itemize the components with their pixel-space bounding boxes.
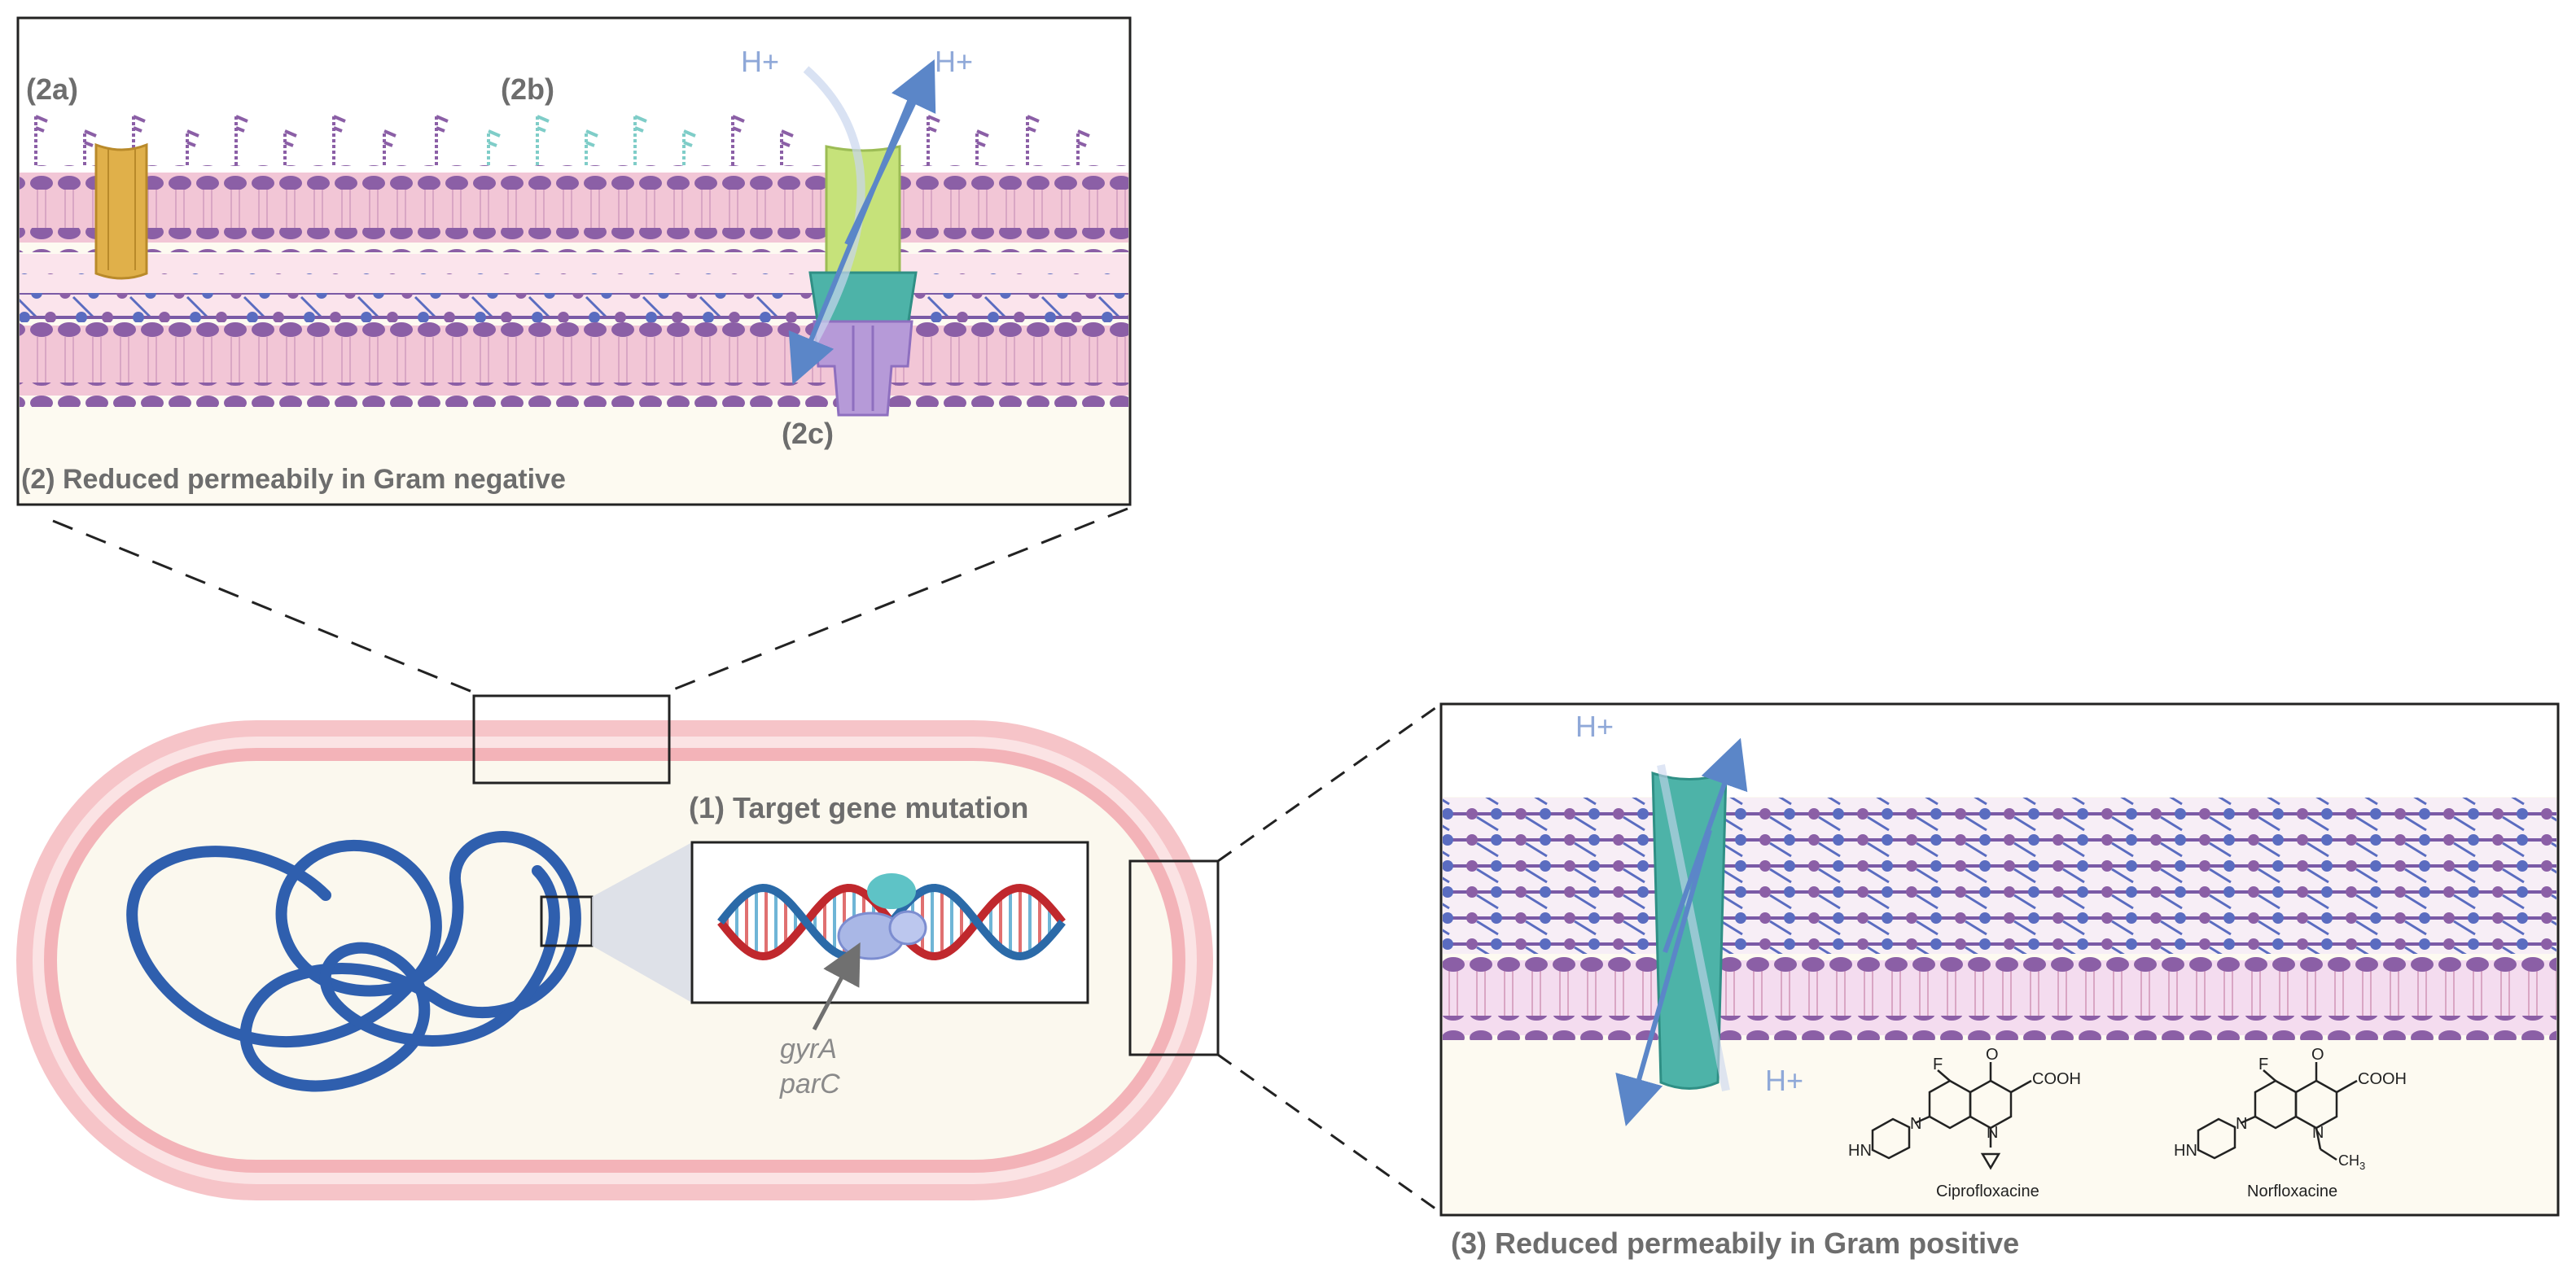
cipro-O: O [1986, 1046, 1999, 1064]
gene-parC: parC [779, 1069, 840, 1100]
lps-branch [537, 115, 550, 133]
norflox-O: O [2311, 1046, 2324, 1064]
hplus-top-left: H+ [741, 45, 779, 78]
label-2b: (2b) [501, 72, 554, 106]
norflox-HN: HN [2174, 1142, 2197, 1160]
gene-mutation-inset [690, 841, 1089, 1004]
norflox-N1: N [2236, 1115, 2247, 1133]
lps-branch [436, 115, 449, 133]
lps-branch [1027, 115, 1040, 133]
gene-gyrA: gyrA [780, 1034, 837, 1065]
lps-branch [383, 129, 396, 147]
zoom-line-lower [1217, 1053, 1442, 1214]
hplus-right-bottom: H+ [1765, 1064, 1803, 1097]
inner-membrane [20, 320, 1128, 407]
cipro-F: F [1933, 1056, 1943, 1073]
norflox-N2: N [2312, 1124, 2324, 1142]
panel-right-title: (3) Reduced permeabily in Gram positive [1451, 1226, 2019, 1260]
zoom-line-left [52, 519, 473, 693]
label-2c: (2c) [782, 417, 834, 450]
gram-positive-panel: H+ H+ F O COOH N N HN Ciprofloxacine [1439, 702, 2560, 1217]
outer-membrane [20, 165, 1128, 252]
porin-2a [94, 142, 148, 280]
zoom-line-upper [1217, 702, 1442, 863]
lps-branch [333, 115, 346, 133]
lps-branch [927, 115, 940, 133]
cipro-N1: N [1910, 1115, 1921, 1133]
hplus-right-top: H+ [1575, 710, 1614, 743]
lps-branch [1077, 129, 1090, 147]
lps-branch [781, 129, 794, 147]
lps-branch [186, 129, 199, 147]
gene-pointer-arrow [812, 942, 861, 1031]
bacterial-cell: gyrA parC (1) Target gene mutation [16, 694, 1220, 1200]
norflox-F: F [2258, 1056, 2268, 1073]
lps-molecules [34, 115, 1090, 165]
lps-branch [488, 129, 501, 147]
lps-branch [683, 129, 696, 147]
norflox-COOH: COOH [2358, 1070, 2407, 1088]
label-2a: (2a) [26, 72, 78, 106]
panel-top-title: (2) Reduced permeabily in Gram negative [21, 464, 566, 495]
lps-branch [235, 115, 248, 133]
cipro-name: Ciprofloxacine [1936, 1183, 2039, 1200]
lps-branch [284, 129, 297, 147]
peptidoglycan-layer [20, 254, 1128, 322]
lps-branch [585, 129, 598, 147]
thick-peptidoglycan [1443, 798, 2556, 954]
hplus-top-right: H+ [935, 45, 973, 78]
lps-branch [732, 115, 745, 133]
lps-branch [133, 115, 146, 133]
mutation-title: (1) Target gene mutation [689, 791, 1028, 824]
zoom-line-right [667, 507, 1128, 693]
cipro-HN: HN [1848, 1142, 1872, 1160]
norfloxacine-structure [2197, 1062, 2358, 1161]
efflux-pump-2c [788, 59, 936, 417]
cipro-N2: N [1987, 1124, 1998, 1142]
chromosome-dna [126, 831, 581, 1092]
lps-branch [634, 115, 647, 133]
norflox-CH3: CH3 [2338, 1152, 2365, 1172]
lps-branch [35, 115, 48, 133]
gram-negative-zoom-box [472, 694, 671, 785]
gram-positive-zoom-box [1128, 859, 1220, 1056]
lps-branch [84, 129, 97, 147]
efflux-channel [1615, 737, 1748, 1126]
cytoplasmic-membrane [1443, 951, 2556, 1040]
cipro-COOH: COOH [2032, 1070, 2081, 1088]
norflox-name: Norfloxacine [2247, 1183, 2337, 1200]
lps-branch [976, 129, 989, 147]
ciprofloxacine-structure [1871, 1062, 2032, 1170]
gram-negative-panel: (2a) (2b) (2c) H+ H+ (2) Reduced permeab… [16, 16, 1132, 506]
